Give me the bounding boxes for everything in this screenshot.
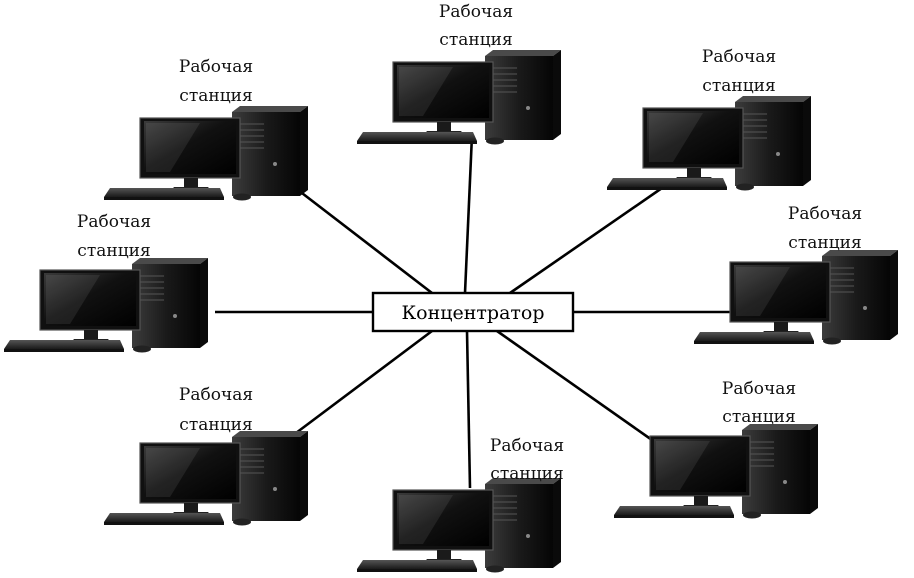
- computer-icon: [613, 423, 819, 520]
- workstation-label-line1: Рабочая: [490, 436, 564, 456]
- workstation-label-line1: Рабочая: [179, 385, 253, 405]
- link-top-left: [297, 188, 433, 295]
- connection-lines: [215, 134, 738, 489]
- workstation-label-line1: Рабочая: [722, 379, 796, 399]
- computer-icon: [606, 95, 812, 192]
- workstation-top-right: Рабочая станция: [606, 47, 812, 192]
- workstation-label-line1: Рабочая: [702, 47, 776, 67]
- workstation-label-line2: станция: [490, 464, 563, 484]
- hub-box: Концентратор: [371, 291, 575, 333]
- hub-label: Концентратор: [401, 302, 544, 324]
- workstation-label-line2: станция: [77, 241, 150, 261]
- workstation-label-line1: Рабочая: [179, 57, 253, 77]
- workstation-bottom-right: Рабочая станция: [613, 379, 819, 520]
- workstation-label-line2: станция: [788, 233, 861, 253]
- workstation-label-line2: станция: [439, 30, 512, 50]
- workstation-label-line1: Рабочая: [77, 212, 151, 232]
- workstation-label-line1: Рабочая: [788, 204, 862, 224]
- computer-icon: [693, 249, 899, 346]
- workstation-label-line2: станция: [702, 76, 775, 96]
- computer-icon: [3, 257, 209, 354]
- computer-icon: [356, 49, 562, 146]
- workstation-label-line2: станция: [179, 415, 252, 435]
- workstation-top-left: Рабочая станция: [103, 57, 309, 202]
- computer-icon: [356, 477, 562, 574]
- link-bottom-right: [496, 329, 653, 442]
- workstation-label-line1: Рабочая: [439, 2, 513, 22]
- workstation-label-line2: станция: [722, 407, 795, 427]
- link-bottom-left: [291, 329, 433, 438]
- link-top: [463, 134, 474, 294]
- computer-icon: [103, 105, 309, 202]
- workstation-bottom-left: Рабочая станция: [103, 385, 309, 527]
- computer-icon: [103, 430, 309, 527]
- link-top-right: [509, 186, 663, 295]
- workstation-top: Рабочая станция: [356, 2, 562, 146]
- workstation-label-line2: станция: [179, 86, 252, 106]
- workstation-bottom: Рабочая станция: [356, 436, 564, 574]
- workstation-mid-left: Рабочая станция: [3, 212, 209, 354]
- link-bottom: [465, 330, 472, 489]
- workstation-mid-right: Рабочая станция: [693, 204, 899, 346]
